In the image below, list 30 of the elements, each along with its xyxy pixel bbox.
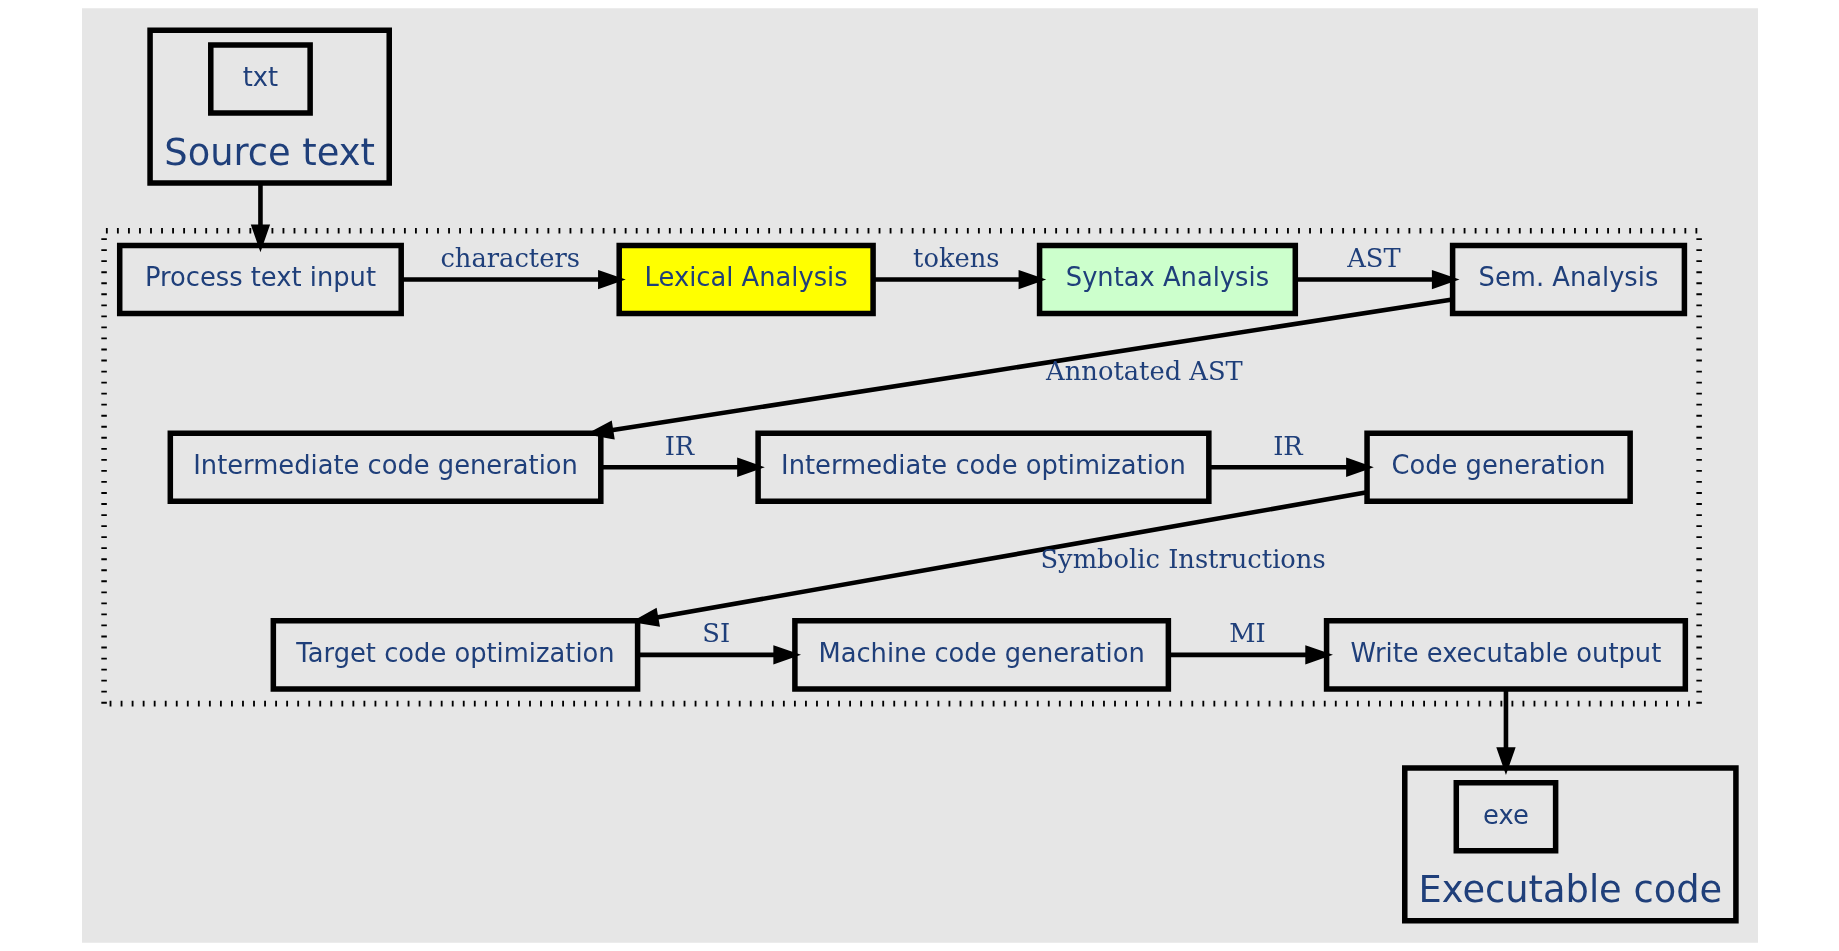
arrow — [1208, 457, 1374, 477]
edge-label: characters — [439, 243, 580, 274]
edge-label: tokens — [912, 243, 1000, 274]
arrow — [637, 645, 801, 665]
node-box: Sem. Analysis — [1449, 242, 1687, 317]
arrow — [1168, 645, 1333, 665]
edge-label: IR — [1272, 430, 1303, 461]
arrow — [600, 457, 765, 477]
arrow — [250, 183, 270, 253]
node-box: Code generation — [1363, 430, 1633, 504]
node-box: Target code optimization — [270, 618, 640, 692]
node-box: Intermediate code generation — [167, 430, 604, 504]
arrow — [1495, 689, 1516, 775]
edge-label: IR — [664, 430, 694, 461]
node-box: Syntax Analysis — [1036, 242, 1298, 317]
node-box: Write executable output — [1323, 618, 1688, 692]
node-box: Lexical Analysis — [615, 242, 876, 317]
node-box: Intermediate code optimization — [754, 430, 1212, 504]
node-box: Process text input — [116, 242, 404, 317]
edge-label: Annotated AST — [1045, 356, 1243, 387]
cluster — [100, 228, 1702, 707]
edge-label: SI — [701, 618, 730, 649]
arrow — [401, 269, 626, 290]
node-box: Machine code generation — [791, 618, 1171, 692]
node-box: txt — [207, 42, 313, 116]
edge-label: Symbolic Instructions — [1039, 543, 1326, 574]
arrow — [872, 269, 1046, 290]
edge-label: MI — [1228, 618, 1266, 649]
edge-label: AST — [1346, 243, 1401, 274]
node-box: exe — [1453, 780, 1558, 854]
